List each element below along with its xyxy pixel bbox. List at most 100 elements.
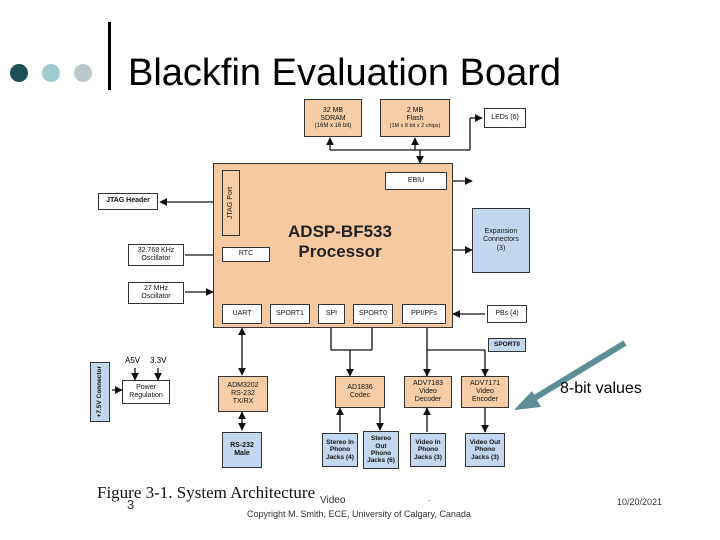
video-out-line3: Jacks (3) <box>471 453 499 461</box>
footer-video: Video <box>320 495 346 506</box>
pbs-box: PBs (4) <box>487 305 527 323</box>
sdram-line3: (16M x 16 bit) <box>314 122 352 129</box>
ppi-box: PPI/PFs <box>402 304 446 324</box>
adm-line2: RS-232 <box>231 389 255 397</box>
title-divider <box>108 22 111 90</box>
stereo-out-line3: Phono <box>370 450 392 457</box>
footer-copyright: Copyright M. Smith, ECE, University of C… <box>247 509 471 519</box>
flash-line2: Flash <box>406 114 424 122</box>
video-encoder-box: ADV7171 Video Encoder <box>461 376 509 408</box>
adm-line1: ADM3202 <box>227 381 259 389</box>
stereo-in-box: Stereo In Phono Jacks (4) <box>322 433 358 467</box>
adm-line3: TX/RX <box>232 398 254 406</box>
expansion-line1: Expansion <box>484 228 518 236</box>
rtc-label: RTC <box>238 250 254 258</box>
slide-title: Blackfin Evaluation Board <box>128 52 562 94</box>
video-out-line1: Video Out <box>469 438 501 446</box>
decoder-line3: Decoder <box>414 396 442 404</box>
flash-line1: 2 MB <box>406 106 424 114</box>
flash-box: 2 MB Flash (1M x 8 bit x 2 chips) <box>380 99 450 137</box>
uart-box: UART <box>222 304 262 324</box>
connector-label: +7.5V Connector <box>96 366 104 418</box>
sport1-label: SPORT1 <box>276 309 304 317</box>
annotation-8bit: 8-bit values <box>560 380 642 397</box>
video-out-box: Video Out Phono Jacks (3) <box>465 433 505 467</box>
figure-caption: Figure 3-1. System Architecture <box>97 483 316 502</box>
rs232-male-line1: RS-232 <box>230 441 254 449</box>
footer-dot: . <box>428 493 431 503</box>
connector-box: +7.5V Connector <box>90 362 110 422</box>
osc-27mhz-line1: 27 MHz <box>143 284 169 292</box>
page-number: 3 <box>127 497 135 512</box>
osc-27mhz-line2: Oscillator <box>141 293 171 300</box>
osc-32khz-box: 32.768 KHz Oscillator <box>128 244 184 266</box>
sport0-box: SPORT0 <box>353 304 393 324</box>
rs232-male-line2: Male <box>234 450 250 457</box>
expansion-line2: Connectors <box>483 236 519 244</box>
bullet-dot-dark <box>10 64 28 82</box>
spi-box: SPI <box>318 304 345 324</box>
video-in-line3: Jacks (3) <box>414 453 442 461</box>
sport0-tag-box: SPORT0 <box>488 338 526 352</box>
osc-32khz-line1: 32.768 KHz <box>137 246 175 254</box>
footer-date: 10/20/2021 <box>617 497 663 507</box>
processor-block <box>213 163 453 328</box>
decoder-line1: ADV7183 <box>413 379 443 387</box>
sdram-line1: 32 MB <box>322 106 344 114</box>
stereo-in-line2: Phono <box>329 446 351 454</box>
expansion-line3: (3) <box>496 244 506 252</box>
video-out-line2: Phono <box>474 446 496 454</box>
ebiu-box: EBIU <box>385 172 447 190</box>
sport1-box: SPORT1 <box>270 304 310 324</box>
rtc-box: RTC <box>222 247 270 262</box>
pbs-label: PBs (4) <box>495 309 519 317</box>
voltage-3v3: 3.3V <box>150 356 167 365</box>
encoder-line1: ADV7171 <box>470 379 500 387</box>
codec-box: AD1836 Codec <box>335 376 385 408</box>
rs232-male-box: RS-232 Male <box>222 432 262 468</box>
osc-27mhz-box: 27 MHz Oscillator <box>128 282 184 304</box>
expansion-box: Expansion Connectors (3) <box>472 208 530 273</box>
processor-label: ADSP-BF533 Processor <box>275 222 405 263</box>
video-in-line1: Video In <box>415 438 441 446</box>
stereo-out-line4: Jacks (6) <box>367 457 395 465</box>
encoder-line3: Encoder <box>471 396 499 404</box>
sport0-tag-label: SPORT0 <box>493 341 520 349</box>
osc-32khz-line2: Oscillator <box>141 255 171 262</box>
processor-line1: ADSP-BF533 <box>288 222 392 241</box>
codec-line2: Codec <box>349 392 371 399</box>
codec-line1: AD1836 <box>347 383 373 391</box>
video-decoder-box: ADV7183 Video Decoder <box>404 376 452 408</box>
ppi-label: PPI/PFs <box>411 309 437 317</box>
spi-label: SPI <box>325 309 338 317</box>
power-line1: Power <box>136 383 156 391</box>
adm3202-box: ADM3202 RS-232 TX/RX <box>218 376 268 412</box>
uart-label: UART <box>232 309 252 317</box>
stereo-out-line2: Out <box>375 442 387 450</box>
jtag-header-label: JTAG Header <box>106 197 150 205</box>
encoder-line2: Video <box>476 387 494 395</box>
stereo-in-line3: Jacks (4) <box>326 453 354 461</box>
processor-line2: Processor <box>298 242 382 262</box>
jtag-port-box: JTAG Port <box>222 170 240 236</box>
jtag-header-box: JTAG Header <box>98 193 158 210</box>
leds-label: LEDs (6) <box>491 113 519 121</box>
video-in-box: Video In Phono Jacks (3) <box>410 433 446 467</box>
stereo-out-line1: Stereo <box>370 435 392 443</box>
sdram-line2: SDRAM <box>320 114 346 122</box>
leds-box: LEDs (6) <box>484 108 526 128</box>
decoder-line2: Video <box>419 387 437 395</box>
power-regulation-box: Power Regulation <box>122 380 170 404</box>
flash-line3: (1M x 8 bit x 2 chips) <box>389 122 441 129</box>
video-in-line2: Phono <box>417 446 439 454</box>
sport0-label: SPORT0 <box>359 309 387 317</box>
voltage-a5v: A5V <box>125 356 141 365</box>
ebiu-label: EBIU <box>407 176 425 184</box>
stereo-in-line1: Stereo In <box>326 438 354 446</box>
sdram-box: 32 MB SDRAM (16M x 16 bit) <box>304 99 362 137</box>
stereo-out-box: Stereo Out Phono Jacks (6) <box>363 431 399 469</box>
power-line2: Regulation <box>129 392 163 399</box>
jtag-port-label: JTAG Port <box>226 186 234 220</box>
bullet-dot-light-2 <box>74 64 92 82</box>
